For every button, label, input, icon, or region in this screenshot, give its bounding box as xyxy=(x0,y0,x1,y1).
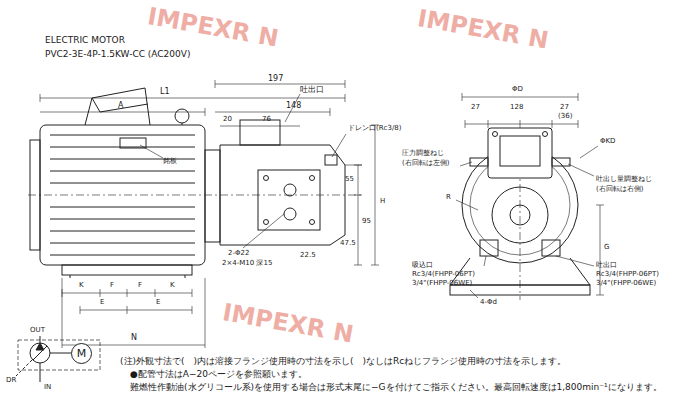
port-label: 吐出口 xyxy=(300,86,324,94)
hydraulic-symbol xyxy=(16,336,100,382)
dimension: 55 xyxy=(345,176,354,183)
dimension: 20 xyxy=(223,116,232,123)
watermark: IMPEXR N xyxy=(146,4,280,51)
dimension: G xyxy=(604,244,609,251)
dimension: 2×4-M10 深15 xyxy=(222,260,272,267)
motor-circle: M xyxy=(71,343,92,364)
dimension: E xyxy=(156,299,160,306)
pump-side-view xyxy=(220,120,345,245)
part-label: 圧力調整ねじ xyxy=(402,150,444,157)
port-label: ドレン口(Rc3/8) xyxy=(348,125,401,132)
port-name: IN xyxy=(44,384,51,391)
dimension-lines xyxy=(40,80,379,348)
watermark: IMPEXR N xyxy=(221,300,355,347)
dimension: F xyxy=(110,282,114,289)
symbol-letter: M xyxy=(77,348,87,359)
watermark: IMPEXR N xyxy=(416,6,550,53)
port-label: 吐出口 xyxy=(596,262,617,269)
dimension: 76 xyxy=(262,116,271,123)
dimension: A xyxy=(118,102,123,110)
dimension: (36) xyxy=(558,113,572,120)
port-label: Rc3/4(FHPP-06PT) xyxy=(596,271,659,278)
port-label: 3/4"(FHPP-06WE) xyxy=(596,280,656,287)
note: 難燃性作動油(水グリコール系)を使用する場合は形式末尾に−Gを付けてご指示くださ… xyxy=(130,383,662,392)
port-label: Rc3/4(FHPP-06PT) xyxy=(412,271,475,278)
dimension: 22.5 xyxy=(300,252,316,259)
dimension: 27 xyxy=(471,104,480,111)
dimension: E xyxy=(100,299,104,306)
dimension: R xyxy=(446,194,451,201)
dimension: L1 xyxy=(160,88,170,96)
note: ●配管寸法はA−20ページを参照願います。 xyxy=(130,370,307,379)
dimension: F xyxy=(138,282,142,289)
dimension: H xyxy=(380,198,385,205)
handwritten-note: ELECTRIC MOTOR xyxy=(45,36,125,45)
dimension: ΦD xyxy=(512,86,523,93)
dimension: K xyxy=(79,282,84,289)
dimension: N xyxy=(131,334,137,342)
part-label: 銘板 xyxy=(163,158,177,165)
motor-side-view xyxy=(28,88,362,278)
dimension: 95 xyxy=(362,218,371,225)
handwritten-note: PVC2-3E-4P-1.5KW-CC (AC200V) xyxy=(45,50,190,59)
note: (注)外観寸法で( )内は溶接フランジ使用時の寸法を示し( )なしはRcねじフラ… xyxy=(120,357,566,366)
dimension: 27 xyxy=(560,104,569,111)
part-label: 吐出し量調整ねじ xyxy=(596,176,652,183)
front-dimension-lines xyxy=(456,93,604,298)
dimension: 197 xyxy=(268,75,283,83)
port-name: OUT xyxy=(30,327,45,334)
dimension: ΦKD xyxy=(600,138,616,145)
port-label: 吸込口 xyxy=(412,262,433,269)
part-label: (右回転は左側) xyxy=(402,160,449,167)
dimension: 148 xyxy=(286,102,301,110)
dimension: 2-Φ22 xyxy=(228,250,249,257)
port-name: DR xyxy=(6,377,16,384)
port-label: 3/4"(FHPP-06WE) xyxy=(412,280,472,287)
dimension: K xyxy=(170,282,175,289)
dimension: 4-Φd xyxy=(480,299,497,306)
dimension: 47.5 xyxy=(340,240,356,247)
dimension: 128 xyxy=(510,104,523,111)
part-label: (右回転は右側) xyxy=(596,186,643,193)
